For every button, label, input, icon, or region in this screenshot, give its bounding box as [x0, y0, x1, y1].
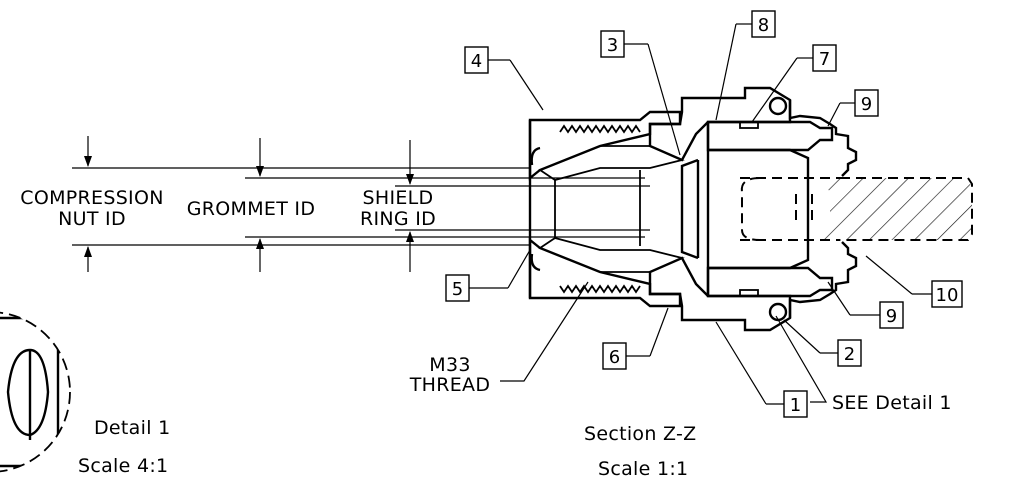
callout-10: [931, 280, 963, 308]
callout-9-bottom: [879, 301, 904, 329]
callouts: 4 3 8 7 9 5 6 9: [445, 10, 963, 418]
callout-2: [837, 339, 862, 367]
callout-10-number: 10: [936, 285, 959, 306]
callout-9-top-number: 9: [861, 94, 872, 115]
callout-3: [600, 30, 625, 58]
callout-8-number: 8: [758, 15, 769, 36]
compression-nut: [528, 110, 682, 308]
callout-5-number: 5: [452, 279, 463, 300]
callout-1: [783, 390, 808, 418]
shield-ring-id-label: SHIELD: [363, 187, 434, 209]
callout-5: [445, 274, 470, 302]
callout-9-bottom-number: 9: [886, 306, 897, 327]
grommet: [538, 145, 685, 273]
dimension-lines: [72, 136, 650, 272]
compression-nut-id-label-2: NUT ID: [58, 208, 126, 230]
thread-note-label: THREAD: [409, 374, 491, 396]
callout-6: [602, 342, 627, 370]
callout-9-top: [854, 89, 879, 117]
detail-1-title: Detail 1: [94, 417, 171, 439]
section-title: Section Z-Z: [584, 423, 697, 445]
callout-3-number: 3: [607, 35, 618, 56]
callout-1-number: 1: [790, 395, 801, 416]
callout-2-number: 2: [844, 344, 855, 365]
callout-8: [751, 10, 776, 38]
grommet-id-label: GROMMET ID: [187, 198, 316, 220]
see-detail-note: SEE Detail 1: [832, 392, 952, 414]
compression-nut-id-label: COMPRESSION: [20, 187, 163, 209]
callout-4-number: 4: [471, 51, 482, 72]
section-scale: Scale 1:1: [598, 458, 688, 480]
callout-6-number: 6: [609, 347, 620, 368]
callout-7: [812, 44, 837, 72]
detail-1-scale: Scale 4:1: [78, 455, 168, 477]
callout-4: [464, 46, 489, 74]
detail-1-view: [0, 311, 71, 473]
shield-ring-id-label-2: RING ID: [360, 208, 436, 230]
callout-7-number: 7: [819, 49, 830, 70]
thread-note-size: M33: [429, 354, 470, 376]
